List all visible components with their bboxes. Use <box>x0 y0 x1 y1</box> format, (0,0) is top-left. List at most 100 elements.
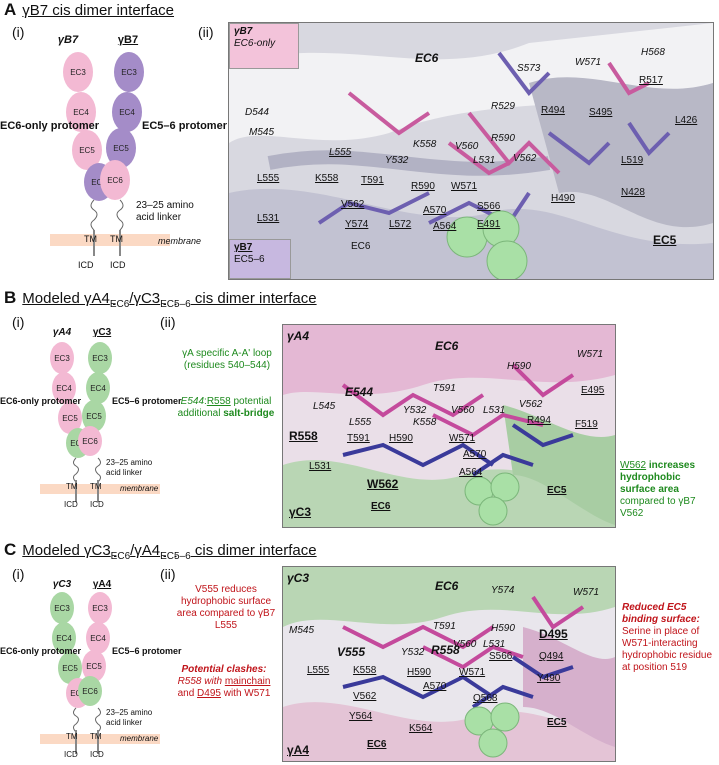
panel-b-title-sub2: EC5–6 <box>160 299 191 310</box>
a-res-ec6-top: EC6 <box>415 51 439 65</box>
panel-b-left-name: γA4 <box>52 327 72 338</box>
a-res-w571-bot: W571 <box>451 181 478 192</box>
panel-a-structure: γB7 EC6-only γB7 EC5–6 EC6 S573 W571 H56… <box>228 22 714 280</box>
panel-c-title-sub1: EC6 <box>110 551 131 562</box>
b-res-gc3: γC3 <box>289 505 312 519</box>
c-res-v555: V555 <box>337 645 366 659</box>
a-res-r590-top: R590 <box>491 133 515 144</box>
a-tm-right: TM <box>110 234 123 244</box>
b-res-e544: E544 <box>345 385 374 399</box>
b-res-r494: R494 <box>527 415 551 426</box>
a-res-y574: Y574 <box>345 219 369 230</box>
c-right-ec6: EC6 <box>78 676 102 706</box>
a-res-r529: R529 <box>491 101 515 112</box>
c-res-h590: H590 <box>491 623 515 634</box>
a-res-l531-bot: L531 <box>257 213 280 224</box>
panel-a-right-name: γB7 <box>117 34 139 46</box>
panel-b-structure: γA4 EC6 H590 W571 E495 E544 T591 L545 L5… <box>282 324 616 528</box>
b-res-v562: V562 <box>519 399 543 410</box>
a-membrane: membrane <box>158 236 202 246</box>
panel-c-letter: C <box>4 540 17 559</box>
panel-b-sub-ii: (ii) <box>160 314 176 330</box>
b-left-ec4: EC4 <box>52 372 76 404</box>
b-note-salt: E544:R558 potential additional salt-brid… <box>177 396 275 419</box>
a-res-a564: A564 <box>433 221 457 232</box>
panel-c-left-name: γC3 <box>52 579 72 590</box>
c-res-v560: V560 <box>453 639 477 650</box>
b-left-ec3: EC3 <box>50 342 74 374</box>
c-res-ec5: EC5 <box>547 717 567 728</box>
c-res-d495: D495 <box>539 627 568 641</box>
a-res-y532: Y532 <box>385 155 409 166</box>
b-res-f519: F519 <box>575 419 598 430</box>
panel-b-title-sub1: EC6 <box>109 299 130 310</box>
a-tm-left: TM <box>84 234 97 244</box>
b-note-right-res: W562 <box>620 460 647 471</box>
panel-b-letter: B <box>4 288 17 307</box>
b-res-y532: Y532 <box>403 405 427 416</box>
panel-b-sub-i: (i) <box>12 314 25 330</box>
c-res-t591: T591 <box>433 621 456 632</box>
a-res-v562-bot: V562 <box>341 199 365 210</box>
c-icd-right: ICD <box>90 750 104 759</box>
c-res-q568: Q568 <box>473 693 498 704</box>
b-right-ec3: EC3 <box>88 342 112 374</box>
a-res-k558-bot: K558 <box>315 173 339 184</box>
b-note-right-post: compared to γB7 V562 <box>620 496 696 519</box>
b-res-ga4: γA4 <box>287 329 310 343</box>
panel-a-left-name: γB7 <box>57 34 79 46</box>
b-res-e495: E495 <box>581 385 605 396</box>
c-res-h590-bot: H590 <box>407 667 431 678</box>
a-tag-top-name: γB7 <box>234 26 253 37</box>
c-res-w571-bot: W571 <box>459 667 486 678</box>
c-res-k558: K558 <box>353 665 377 676</box>
b-structure-svg <box>283 325 615 527</box>
c-note-v555: V555 reduces hydrophobic surface area co… <box>176 584 276 631</box>
b-note-right: W562 increases hydrophobic surface area … <box>620 460 716 520</box>
c-res-l555: L555 <box>307 665 330 676</box>
b-icd-right: ICD <box>90 500 104 509</box>
b-res-l531-top: L531 <box>483 405 506 416</box>
b-res-l545: L545 <box>313 401 336 412</box>
a-left-ec4: EC4 <box>66 92 96 132</box>
c-icd-left: ICD <box>64 750 78 759</box>
a-res-r590-bot: R590 <box>411 181 435 192</box>
a-res-k558-top: K558 <box>413 139 437 150</box>
c-note-ec5: Reduced EC5 binding surface: Serine in p… <box>622 602 718 674</box>
a-icd-left: ICD <box>78 260 94 270</box>
a-structure-svg <box>229 23 713 279</box>
b-right-ec4: EC4 <box>86 372 110 404</box>
b-membrane: membrane <box>120 484 159 493</box>
c-structure-svg <box>283 567 615 761</box>
c-note-clash-3: and <box>177 688 195 699</box>
c-membrane: membrane <box>120 734 159 743</box>
c-res-gc3: γC3 <box>287 571 310 585</box>
b-note-salt-e544: E544 <box>180 396 205 407</box>
b-res-t591-top: T591 <box>433 383 456 394</box>
a-res-t591: T591 <box>361 175 384 186</box>
a-tag-top-sub: EC6-only <box>234 38 276 49</box>
c-tm-right: TM <box>90 732 102 741</box>
panel-c-title-mid: /γA4 <box>130 542 161 559</box>
panel-c-title-post: cis dimer interface <box>190 542 317 559</box>
a-tag-bottom-name: γB7 <box>234 242 253 253</box>
b-res-h590-bot: H590 <box>389 433 413 444</box>
c-res-y490: Y490 <box>537 673 561 684</box>
c-note-clash-5: with W571 <box>223 688 271 699</box>
b-res-t591-bot: T591 <box>347 433 370 444</box>
b-note-salt-r558: R558 <box>206 396 231 407</box>
b-res-w562: W562 <box>367 477 399 491</box>
a-res-s495: S495 <box>589 107 613 118</box>
b-res-l531-bot: L531 <box>309 461 332 472</box>
a-res-e491: E491 <box>477 219 501 230</box>
panel-a-protomer-right: EC5–6 protomer <box>142 120 227 132</box>
a-res-m545: M545 <box>249 127 275 138</box>
panel-b-title-pre: Modeled γA4 <box>22 290 110 307</box>
a-res-l555-bot: L555 <box>257 173 280 184</box>
a-right-ec4: EC4 <box>112 92 142 132</box>
b-res-w571-bot: W571 <box>449 433 476 444</box>
b-res-ec6-bot: EC6 <box>371 501 391 512</box>
panel-c-sub-i: (i) <box>12 566 25 582</box>
